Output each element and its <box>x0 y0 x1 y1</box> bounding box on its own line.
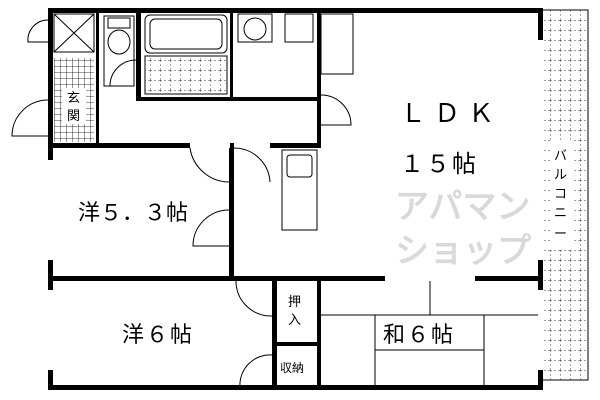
washing-machine <box>284 13 314 43</box>
ldk-label: ＬＤＫ <box>400 99 502 129</box>
closet-1-label: 押 <box>288 295 301 310</box>
bathtub <box>144 14 228 95</box>
svg-text:ニ: ニ <box>554 206 567 221</box>
entrance-label: 玄 <box>67 91 80 106</box>
tatami-lines <box>321 281 538 385</box>
entrance-label: 関 <box>67 109 80 124</box>
western-room-1-label: 洋５．３帖 <box>78 201 188 226</box>
shoe-cabinet <box>53 13 95 53</box>
japanese-room-label: 和６帖 <box>383 323 455 348</box>
doors <box>11 19 352 388</box>
svg-text:ショップ: ショップ <box>395 231 531 271</box>
balcony <box>541 9 589 381</box>
western-room-2-label: 洋６帖 <box>122 323 194 348</box>
toilet <box>103 15 135 87</box>
closet-1-label: 入 <box>288 313 301 328</box>
svg-text:バ: バ <box>554 149 567 164</box>
closet-2-label: 収納 <box>280 361 304 375</box>
washbasin <box>237 13 273 43</box>
svg-text:アパマン: アパマン <box>395 187 530 227</box>
watermark: アパマン ショップ <box>395 187 531 271</box>
svg-text:ー: ー <box>554 227 567 242</box>
svg-text:ル: ル <box>554 168 567 183</box>
ldk-size-label: １５帖 <box>400 150 478 178</box>
svg-text:コ: コ <box>554 187 567 202</box>
balcony-label: バ ル コ ニ ー <box>554 149 567 242</box>
kitchen-counter <box>281 13 354 231</box>
